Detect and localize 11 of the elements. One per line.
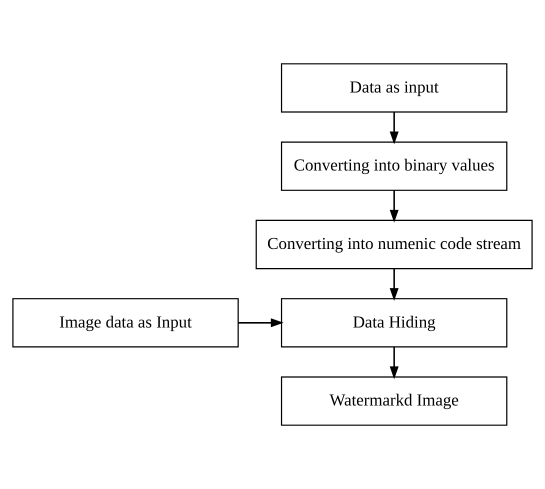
arrow: [390, 190, 399, 223]
node-box: Converting into binary values: [280, 142, 508, 191]
arrow: [390, 268, 399, 301]
arrow: [390, 112, 399, 144]
node-box: Data as input: [280, 63, 508, 113]
node-box: Image data as Input: [12, 298, 239, 348]
node-box: Data Hiding: [280, 298, 508, 348]
node-box: Converting into numenic code stream: [256, 220, 533, 270]
arrow: [390, 347, 399, 380]
node-box: Watermarkd Image: [280, 376, 508, 426]
arrow: [238, 318, 284, 328]
